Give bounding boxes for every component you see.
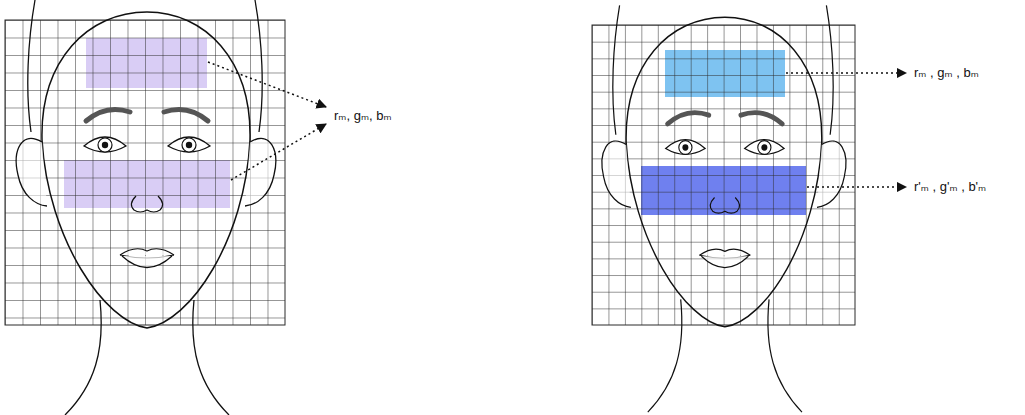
- face-outline: [16, 0, 275, 415]
- leader-line: [786, 72, 906, 74]
- leader-line: [208, 62, 326, 107]
- channel-label: rₘ , gₘ , bₘ: [912, 65, 981, 81]
- channel-label: r'ₘ , g'ₘ , b'ₘ: [912, 179, 988, 195]
- pixel-grid: [5, 20, 285, 325]
- pixel-grid: [592, 25, 855, 325]
- channel-label: rₘ, gₘ, bₘ: [332, 108, 394, 124]
- leader-line: [231, 124, 326, 180]
- face-outline: [602, 5, 846, 412]
- leader-line: [807, 186, 906, 188]
